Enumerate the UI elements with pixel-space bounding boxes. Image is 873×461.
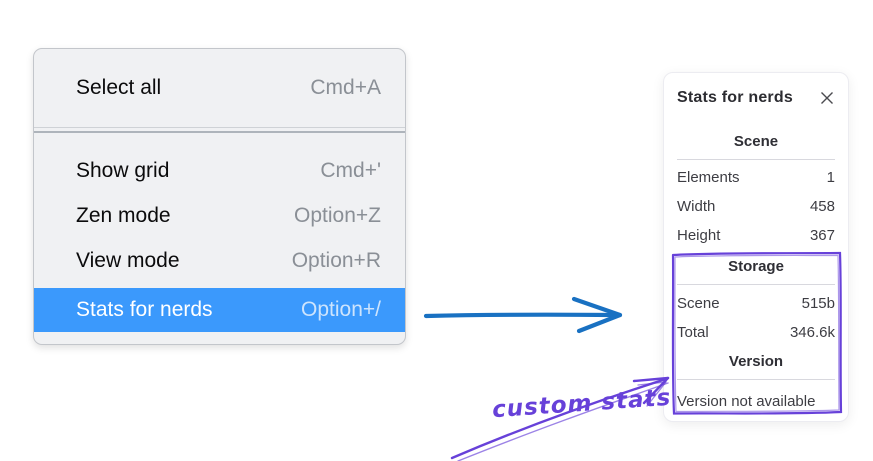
menu-item-label: Zen mode bbox=[76, 203, 171, 227]
section-header-storage: Storage bbox=[728, 258, 784, 275]
blue-arrow bbox=[423, 296, 623, 334]
menu-item-label: View mode bbox=[76, 248, 180, 272]
menu-item-view-mode[interactable]: View mode Option+R bbox=[34, 238, 405, 283]
stat-value: 367 bbox=[809, 227, 835, 244]
stat-row-width: Width 458 bbox=[677, 192, 835, 221]
menu-item-label: Show grid bbox=[76, 158, 170, 182]
menu-item-shortcut: Cmd+A bbox=[310, 76, 381, 99]
stat-value: 346.6k bbox=[789, 324, 835, 341]
stat-label: Scene bbox=[677, 295, 720, 312]
stat-row-total-storage: Total 346.6k bbox=[677, 318, 835, 347]
custom-stats-annotation: custom stats bbox=[491, 384, 673, 424]
menu-item-shortcut: Cmd+' bbox=[320, 158, 381, 182]
menu-item-label: Stats for nerds bbox=[76, 298, 213, 321]
section-header-scene: Scene bbox=[733, 133, 779, 150]
stat-value: 1 bbox=[826, 169, 835, 186]
section-divider bbox=[677, 284, 835, 285]
stat-label: Elements bbox=[677, 169, 740, 186]
menu-section-spacer bbox=[34, 133, 405, 148]
stat-row-height: Height 367 bbox=[677, 221, 835, 250]
stat-label: Total bbox=[677, 324, 709, 341]
section-divider bbox=[677, 159, 835, 160]
version-note: Version not available bbox=[677, 392, 816, 410]
stats-panel-title: Stats for nerds bbox=[677, 89, 793, 106]
section-divider bbox=[677, 379, 835, 380]
menu-item-select-all[interactable]: Select all Cmd+A bbox=[34, 49, 405, 127]
menu-item-show-grid[interactable]: Show grid Cmd+' bbox=[34, 148, 405, 193]
menu-item-shortcut: Option+/ bbox=[301, 298, 381, 321]
stat-label: Width bbox=[677, 198, 716, 215]
close-icon[interactable] bbox=[819, 90, 835, 106]
menu-item-stats-for-nerds[interactable]: Stats for nerds Option+/ bbox=[34, 288, 405, 332]
stat-label: Height bbox=[677, 227, 721, 244]
stat-row-elements: Elements 1 bbox=[677, 163, 835, 192]
stat-value: 515b bbox=[801, 295, 835, 312]
menu-item-shortcut: Option+R bbox=[291, 248, 381, 272]
stats-for-nerds-panel: Stats for nerds Scene Elements 1 Width 4… bbox=[663, 72, 849, 422]
menu-item-shortcut: Option+Z bbox=[294, 203, 381, 227]
canvas-context-menu: Select all Cmd+A Show grid Cmd+' Zen mod… bbox=[33, 48, 406, 345]
section-header-version: Version bbox=[728, 353, 784, 370]
stat-value: 458 bbox=[809, 198, 835, 215]
menu-item-zen-mode[interactable]: Zen mode Option+Z bbox=[34, 193, 405, 238]
custom-stats-arrow bbox=[450, 376, 670, 461]
menu-item-label: Select all bbox=[76, 76, 162, 99]
stat-row-scene-storage: Scene 515b bbox=[677, 289, 835, 318]
menu-divider bbox=[34, 127, 405, 133]
